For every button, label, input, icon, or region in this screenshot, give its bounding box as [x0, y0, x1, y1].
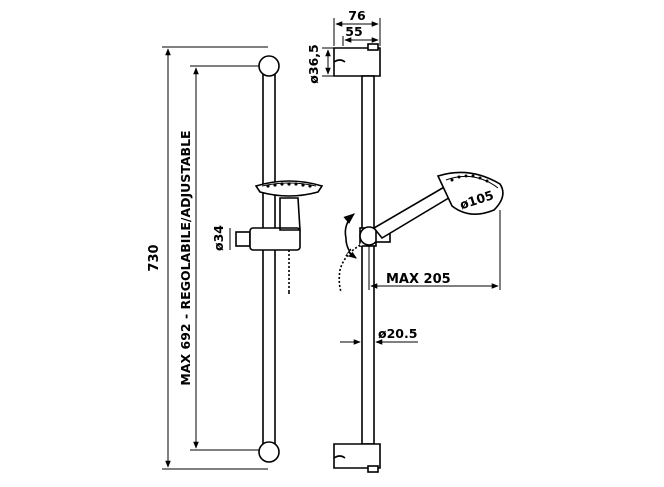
- handle-diameter-label: ø34: [211, 225, 226, 251]
- side-hose-outer: [338, 243, 363, 293]
- front-shower-head: [254, 180, 324, 197]
- front-view: 730 MAX 692 - REGOLABILE/ADJUSTABLE: [147, 46, 324, 470]
- overall-height-label: 730: [147, 244, 162, 271]
- front-shower-nozzles: [266, 182, 312, 188]
- front-bottom-bracket: [258, 441, 280, 463]
- bracket-width-label: 76: [348, 8, 366, 23]
- side-hose-inner: [338, 242, 363, 293]
- side-bottom-bracket-curve: [333, 455, 346, 459]
- front-slider-assembly: [235, 180, 324, 294]
- side-top-bracket-screw: [367, 43, 379, 51]
- rotation-arrow-upper: [343, 213, 355, 239]
- bracket-diameter-label: ø36,5: [306, 44, 321, 83]
- bar-diameter-label: ø20.5: [378, 326, 417, 341]
- side-bottom-bracket: [333, 443, 381, 469]
- side-shower-nozzles: [450, 174, 489, 183]
- side-top-bracket-curve: [333, 59, 346, 63]
- rotation-arrow-lower: [345, 237, 357, 259]
- side-bottom-bracket-screw: [367, 465, 379, 473]
- front-rail-bar: [262, 61, 276, 455]
- front-top-bracket: [258, 55, 280, 77]
- side-shower-head: [436, 171, 504, 215]
- front-slider-knob: [235, 231, 251, 247]
- adjust-range-label: MAX 692 - REGOLABILE/ADJUSTABLE: [178, 130, 193, 385]
- max-reach-label: MAX 205: [386, 272, 451, 287]
- front-slider-body: [249, 227, 301, 251]
- side-rail-bar: [361, 75, 375, 445]
- side-top-bracket: [333, 47, 381, 77]
- bracket-depth-label: 55: [345, 24, 362, 39]
- side-view: 76 55 ø36,5: [306, 8, 504, 473]
- front-holder: [279, 197, 301, 231]
- side-shower-arm: [372, 184, 454, 240]
